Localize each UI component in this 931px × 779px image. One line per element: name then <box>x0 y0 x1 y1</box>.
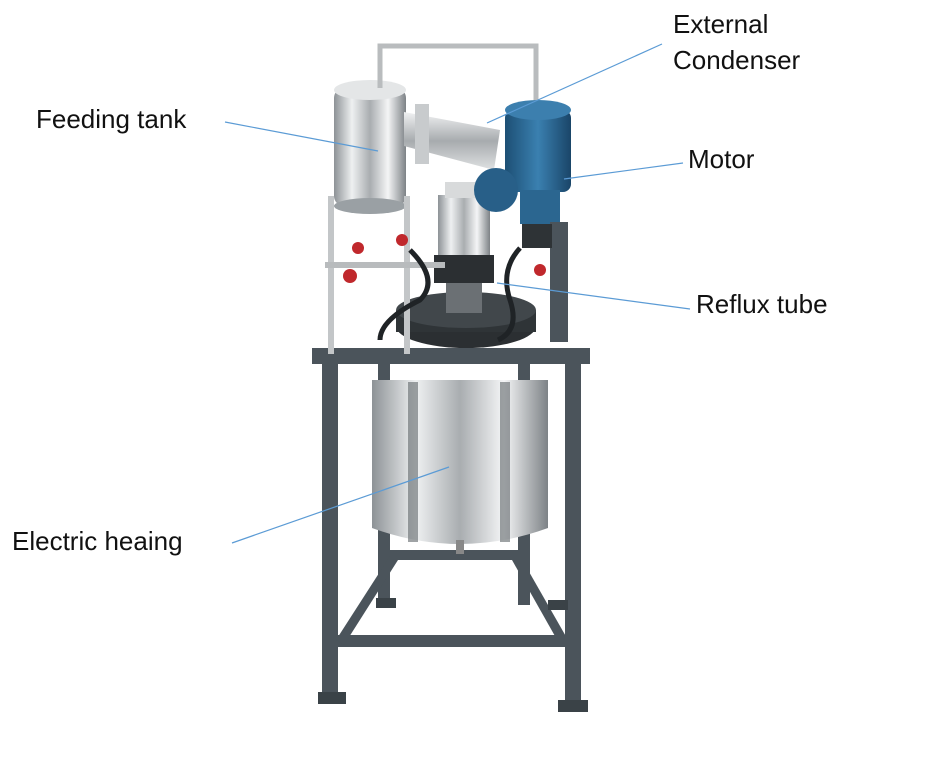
leader-line-electric-heating <box>231 466 450 544</box>
label-electric-heating: Electric heaing <box>12 526 183 556</box>
label-motor: Motor <box>688 144 755 174</box>
label-feeding-tank: Feeding tank <box>36 104 187 134</box>
valves <box>343 234 546 283</box>
motor <box>474 100 571 342</box>
leader-line-reflux-tube <box>496 282 691 310</box>
leader-line-condenser <box>486 43 663 124</box>
hoses <box>377 246 522 343</box>
electric-heating-vessel <box>372 380 548 554</box>
label-external-condenser-line1: External <box>673 9 769 39</box>
label-external-condenser-line2: Condenser <box>673 45 801 75</box>
feeding-tank <box>325 80 445 354</box>
leader-lines <box>224 43 691 544</box>
leader-line-feeding-tank <box>224 121 379 152</box>
label-reflux-tube: Reflux tube <box>696 289 828 319</box>
leader-line-motor <box>563 162 684 180</box>
external-condenser <box>377 43 539 170</box>
